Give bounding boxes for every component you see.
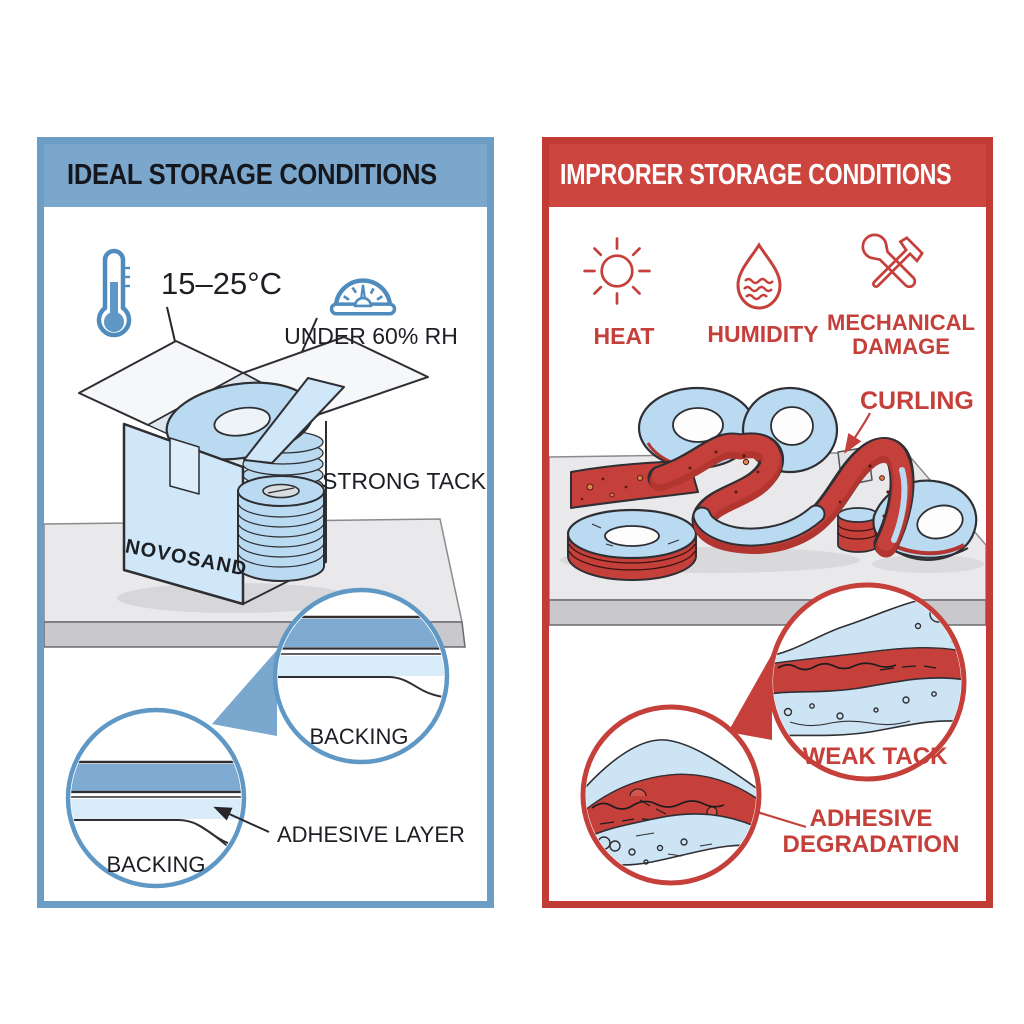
panel-ideal-storage: IDEAL STORAGE CONDITIONS 15–25°C UNDER 6…	[37, 137, 494, 908]
adhesive-degradation-label: ADHESIVE DEGRADATION	[782, 805, 960, 858]
wrench-hammer-icon	[861, 233, 924, 289]
weak-tack-label: WEAK TACK	[802, 743, 948, 770]
strong-tack-label: STRONG TACK	[322, 468, 486, 494]
tape-roll-stack-front	[237, 475, 325, 582]
improper-title: IMPRORER STORAGE CONDITIONS	[560, 159, 952, 191]
improper-header-bar: IMPRORER STORAGE CONDITIONS	[549, 144, 986, 207]
backing-label-bottom: BACKING	[106, 852, 206, 877]
backing-label-top: BACKING	[309, 724, 409, 749]
adhesive-layer-label: ADHESIVE LAYER	[277, 822, 465, 847]
degradation-pointer	[756, 810, 807, 829]
curling-label: CURLING	[860, 387, 974, 415]
humidity-gauge-icon	[329, 278, 397, 316]
improper-illustration	[549, 386, 986, 886]
magnifier-circle-backing-bottom	[65, 707, 247, 889]
temperature-label: 15–25°C	[161, 266, 282, 301]
storage-box-illustration	[78, 336, 429, 606]
adhesive-layer-pointer	[213, 806, 270, 833]
ideal-illustration	[44, 306, 466, 889]
droplet-icon	[736, 242, 782, 310]
tangled-tape-illustration	[566, 386, 978, 581]
curling-pointer	[844, 412, 871, 454]
ideal-header-bar: IDEAL STORAGE CONDITIONS	[44, 144, 487, 207]
humidity-hazard-label: HUMIDITY	[707, 321, 819, 347]
heat-label: HEAT	[593, 323, 655, 349]
magnifier-wedge-left	[212, 650, 277, 736]
magnifier-circle-degradation	[580, 704, 762, 886]
loop-shadow	[872, 555, 984, 573]
magnifier-circle-backing-top	[272, 587, 450, 765]
magnifier-wedge-right	[728, 654, 772, 740]
mechanical-damage-label: MECHANICAL DAMAGE	[827, 310, 975, 359]
panel-improper-storage: IMPRORER STORAGE CONDITIONS HEAT HUMIDIT…	[542, 137, 993, 908]
sun-icon	[583, 237, 651, 305]
ideal-title: IDEAL STORAGE CONDITIONS	[67, 159, 437, 191]
magnifier-circle-weak-tack	[767, 582, 967, 782]
humidity-limit-label: UNDER 60% RH	[284, 323, 458, 349]
thermometer-icon	[96, 248, 132, 338]
